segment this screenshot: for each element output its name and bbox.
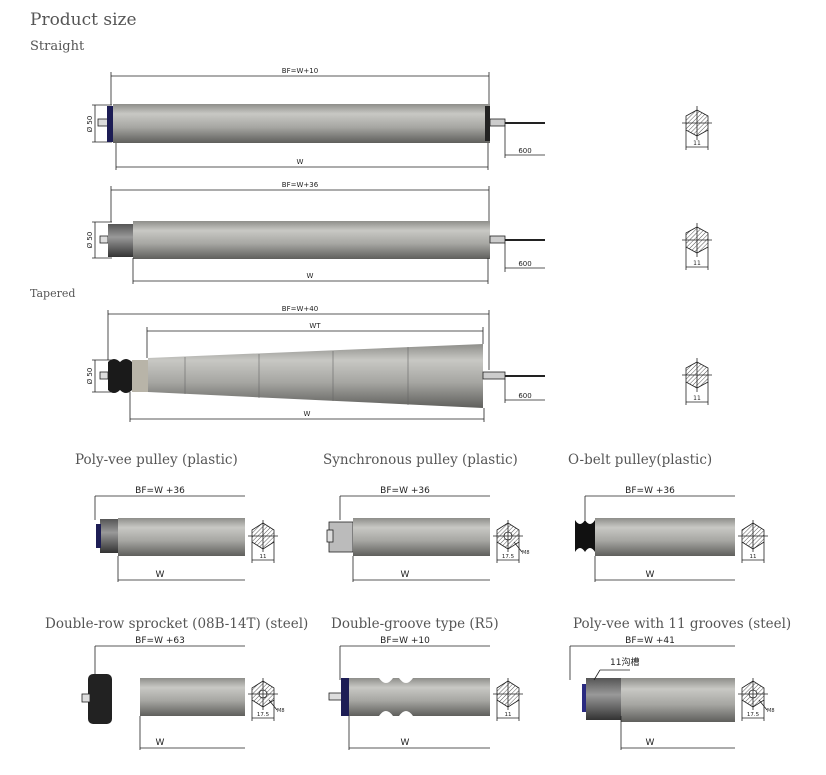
w-label: W bbox=[307, 272, 314, 280]
hex-shaft-section: 11 bbox=[682, 358, 712, 405]
variant-drawing: BF=W +36 W 17.5 M8 bbox=[326, 486, 530, 582]
hex-size: 11 bbox=[693, 260, 701, 267]
hex-size: 11 bbox=[505, 712, 512, 718]
w-label: W bbox=[646, 570, 655, 580]
bf-label: BF=W+10 bbox=[282, 67, 318, 75]
variant-drawing: BF=W +10 W 11 bbox=[328, 636, 523, 750]
w-label: W bbox=[646, 738, 655, 748]
bf-label: BF=W +10 bbox=[380, 636, 430, 646]
bf-label: BF=W+40 bbox=[282, 305, 318, 313]
bf-label: BF=W +36 bbox=[625, 486, 675, 496]
variant-drawing: BF=W +63 W 17.5 M8 bbox=[81, 636, 285, 750]
groove-note: 11沟槽 bbox=[610, 656, 639, 668]
w-label: W bbox=[401, 570, 410, 580]
hex-size: 11 bbox=[693, 395, 701, 402]
straight-roller-threaded-drawing: BF=W+36 Ø 50 600 W bbox=[86, 181, 545, 284]
hex-shaft-section: 11 bbox=[682, 223, 712, 270]
caption-sprocket: Double-row sprocket (08B-14T) (steel) bbox=[45, 616, 309, 632]
hex-shaft-section: 11 bbox=[682, 106, 712, 150]
bf-label: BF=W +36 bbox=[380, 486, 430, 496]
hex-size: 17.5 bbox=[502, 554, 515, 560]
tapered-roller-drawing: BF=W+40 WT Ø 50 600 W bbox=[86, 305, 545, 422]
w-label: W bbox=[304, 410, 311, 418]
thread-size: M8 bbox=[277, 708, 285, 714]
caption-poly-vee-11: Poly-vee with 11 grooves (steel) bbox=[573, 616, 792, 632]
caption-double-groove: Double-groove type (R5) bbox=[331, 616, 499, 632]
thread-size: M8 bbox=[767, 708, 775, 714]
bf-label: BF=W +41 bbox=[625, 636, 675, 646]
bf-label: BF=W +36 bbox=[135, 486, 185, 496]
w-label: W bbox=[156, 738, 165, 748]
caption-poly-vee: Poly-vee pulley (plastic) bbox=[75, 452, 238, 468]
variant-drawing: BF=W +36 W 11 bbox=[94, 486, 278, 582]
caption-synchronous: Synchronous pulley (plastic) bbox=[323, 452, 518, 468]
caption-o-belt: O-belt pulley(plastic) bbox=[568, 452, 713, 468]
diameter-label: Ø 50 bbox=[86, 232, 94, 249]
variant-drawing: BF=W +36 W 11 bbox=[575, 486, 768, 582]
page-title: Product size bbox=[30, 10, 137, 30]
thread-size: M8 bbox=[522, 550, 530, 556]
hex-size: 11 bbox=[693, 140, 701, 147]
diameter-label: Ø 50 bbox=[86, 116, 94, 133]
w-label: W bbox=[297, 158, 304, 166]
w-label: W bbox=[401, 738, 410, 748]
bf-label: BF=W+36 bbox=[282, 181, 319, 189]
section-tapered: Tapered bbox=[30, 287, 76, 300]
straight-roller-drawing: BF=W+10 Ø 50 600 W bbox=[86, 67, 545, 170]
cable-length: 600 bbox=[518, 260, 531, 268]
cable-length: 600 bbox=[518, 392, 531, 400]
hex-size: 17.5 bbox=[257, 712, 270, 718]
wt-label: WT bbox=[309, 322, 321, 330]
section-straight: Straight bbox=[30, 39, 85, 54]
hex-size: 11 bbox=[260, 554, 267, 560]
diameter-label: Ø 50 bbox=[86, 368, 94, 385]
hex-size: 17.5 bbox=[747, 712, 760, 718]
variant-drawing: BF=W +41 W 11沟槽 17.5 M8 bbox=[569, 636, 775, 750]
bf-label: BF=W +63 bbox=[135, 636, 185, 646]
w-label: W bbox=[156, 570, 165, 580]
hex-size: 11 bbox=[750, 554, 757, 560]
cable-length: 600 bbox=[518, 147, 531, 155]
